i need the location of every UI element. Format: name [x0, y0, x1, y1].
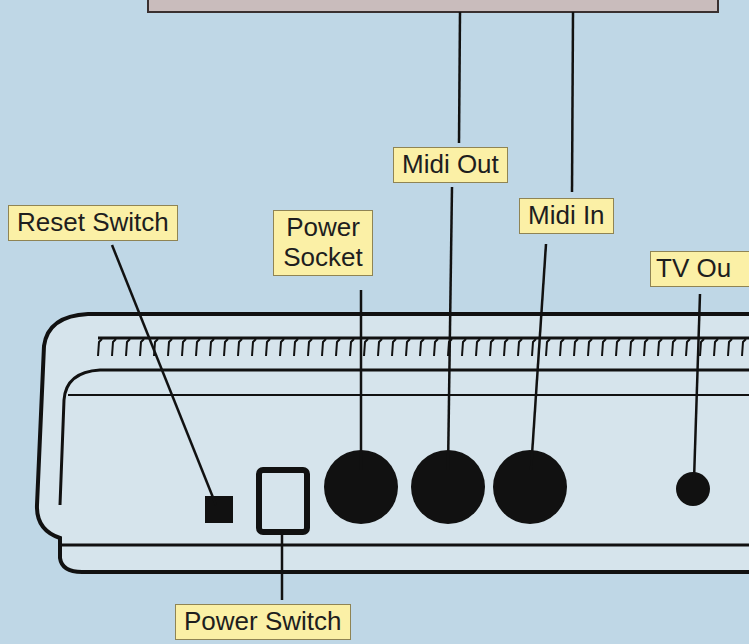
vent-slot [364, 339, 368, 356]
vent-slot [644, 339, 648, 356]
leader-line [531, 244, 546, 470]
callout-label: Power Switch [175, 604, 351, 640]
vent-slot [630, 339, 634, 356]
panel-bottom [60, 544, 749, 547]
vent-slot [532, 339, 536, 356]
vent-slot [588, 339, 592, 356]
vent-slot [742, 339, 746, 356]
vent-slot [574, 339, 578, 356]
vent-slot [196, 339, 200, 356]
vent-slot [714, 339, 718, 356]
vent-slot [560, 339, 564, 356]
reset-button [205, 496, 233, 523]
vent-slot [420, 339, 424, 356]
callout-label: Midi Out [393, 147, 508, 183]
label-text: Reset Switch [17, 207, 169, 237]
label-text: TV Ou [656, 253, 731, 283]
leader-line [448, 187, 452, 470]
vent-slot [224, 339, 228, 356]
vent-slot [518, 339, 522, 356]
vent-slot [140, 339, 144, 356]
vent-slot [490, 339, 494, 356]
vent-slot [378, 339, 382, 356]
vent-slot [728, 339, 732, 356]
vent-slot [252, 339, 256, 356]
casing-outline [37, 314, 749, 572]
callout-label: TV Ou [650, 251, 749, 287]
leader-line [459, 12, 460, 143]
label-text: Midi In [528, 200, 605, 230]
vent-slot [462, 339, 466, 356]
casing-edge [60, 370, 749, 505]
label-text: Midi Out [402, 149, 499, 179]
vent-slot [238, 339, 242, 356]
vent-slot [476, 339, 480, 356]
power-switch-symbol [259, 470, 307, 532]
vent-slot [350, 339, 354, 356]
vent-slot [672, 339, 676, 356]
vent-slot [546, 339, 550, 356]
vent-slot [126, 339, 130, 356]
leader-line [694, 294, 700, 480]
vent-slots [98, 339, 746, 356]
vent-slot [168, 339, 172, 356]
leader-line [281, 532, 284, 600]
vent-slot [658, 339, 662, 356]
vent-slot [182, 339, 186, 356]
vent-slot [322, 339, 326, 356]
vent-slot [434, 339, 438, 356]
vent-slot [294, 339, 298, 356]
vent-slot [504, 339, 508, 356]
leader-line [112, 245, 216, 505]
vent-slot [602, 339, 606, 356]
vent-slot [406, 339, 410, 356]
vent-slot [210, 339, 214, 356]
vent-slot [686, 339, 690, 356]
vent-slot [98, 339, 102, 356]
label-text: Power Switch [184, 606, 342, 636]
vent-slot [616, 339, 620, 356]
callout-label: Midi In [519, 198, 614, 234]
vent-slot [700, 339, 704, 356]
vent-slot [112, 339, 116, 356]
vent-slot [392, 339, 396, 356]
vent-slot [280, 339, 284, 356]
leader-line [360, 290, 363, 470]
vent-slot [308, 339, 312, 356]
monitor-base [148, 0, 718, 12]
vent-slot [336, 339, 340, 356]
panel-top [68, 394, 749, 396]
callout-label: Power Socket [273, 210, 373, 276]
vent-slot [266, 339, 270, 356]
midi-in-socket [493, 450, 567, 524]
callout-label: Reset Switch [8, 205, 178, 241]
label-text: Power Socket [283, 212, 363, 272]
leader-lines [112, 12, 700, 600]
leader-line [572, 12, 573, 192]
